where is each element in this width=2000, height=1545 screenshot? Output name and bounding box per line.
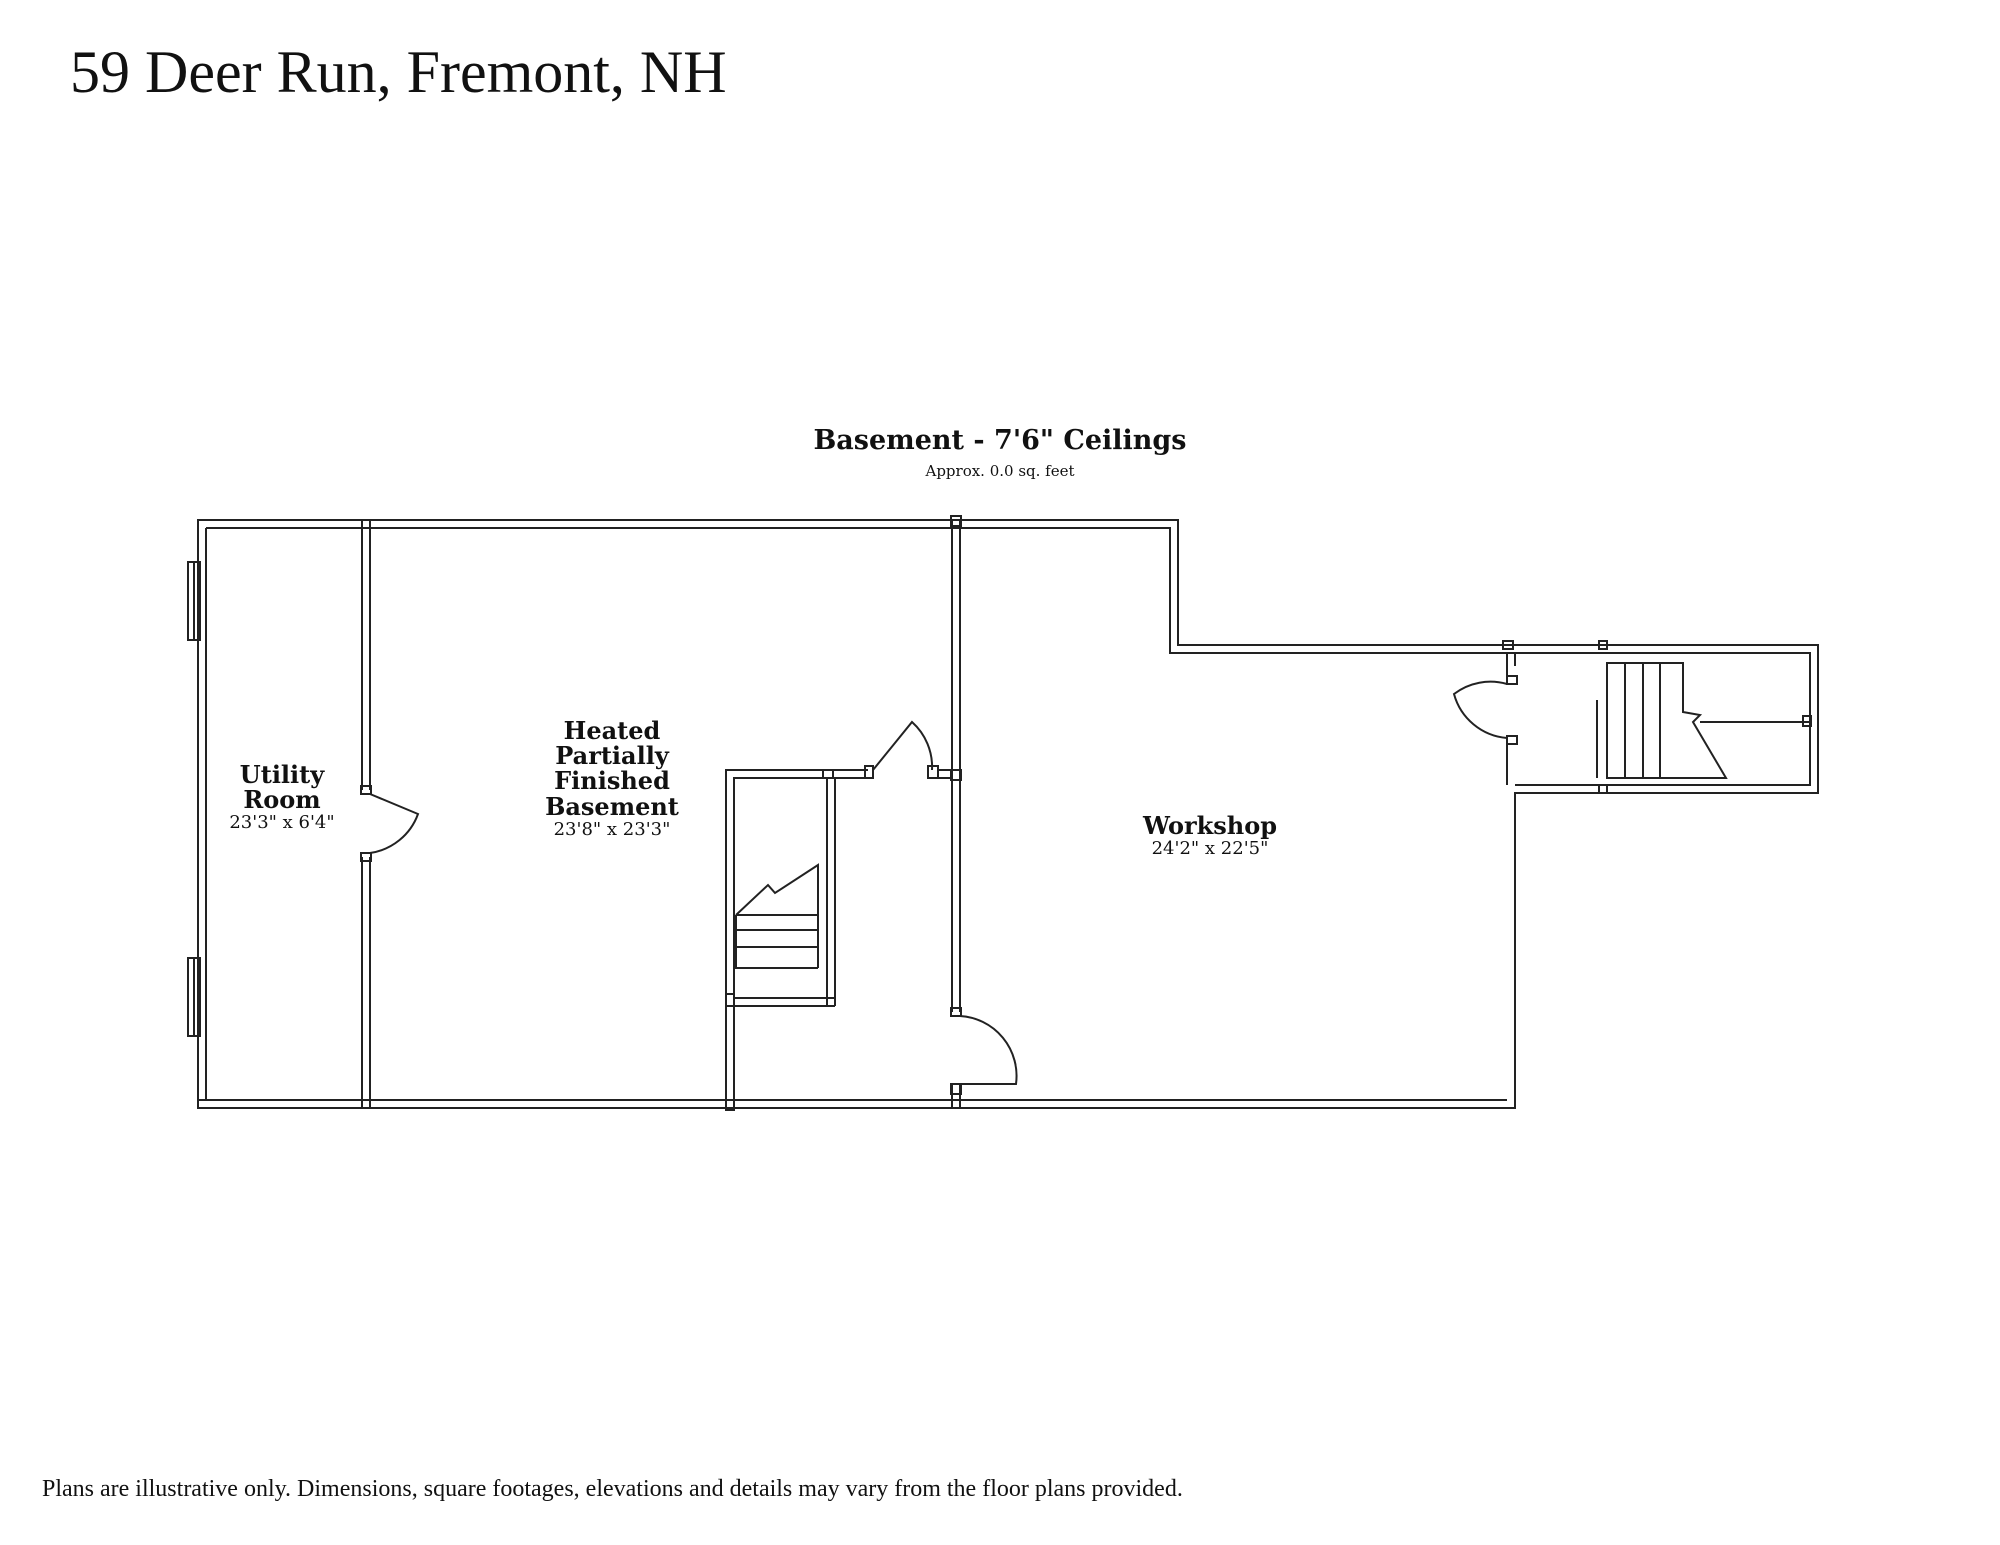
room-dimensions: 24'2" x 22'5" (1151, 838, 1269, 860)
utility-partition (360, 520, 372, 1108)
room-name: Workshop (1142, 811, 1278, 840)
utility-door (369, 793, 420, 854)
room-dimensions: 23'3" x 6'4" (229, 812, 335, 834)
room-heated-basement: Heated Partially Finished Basement 23'8"… (512, 718, 712, 840)
room-workshop: Workshop 24'2" x 22'5" (1120, 813, 1300, 859)
interior-stairs (735, 863, 819, 969)
room-name: Utility Room (239, 760, 325, 815)
outer-wall (197, 519, 1819, 1109)
annex-partition (1502, 640, 1810, 794)
stair-enclosure (725, 765, 874, 1111)
annex-door (1452, 680, 1508, 739)
window-left-top (187, 561, 201, 641)
level-title: Basement - 7'6" Ceilings (813, 425, 1187, 456)
window-left-bottom (187, 957, 201, 1037)
room-utility: Utility Room 23'3" x 6'4" (200, 762, 364, 833)
disclaimer-text: Plans are illustrative only. Dimensions,… (42, 1476, 1183, 1502)
area-note: Approx. 0.0 sq. feet (925, 462, 1075, 480)
room-dimensions: 23'8" x 23'3" (553, 818, 671, 840)
room-name: Heated Partially Finished Basement (545, 716, 679, 821)
exterior-stairs (1596, 662, 1812, 779)
workshop-partition (950, 515, 962, 1108)
address-title: 59 Deer Run, Fremont, NH (70, 39, 727, 105)
outer-wall-inner (198, 527, 1811, 1101)
stair-door (872, 720, 934, 771)
workshop-door (959, 1015, 1018, 1085)
